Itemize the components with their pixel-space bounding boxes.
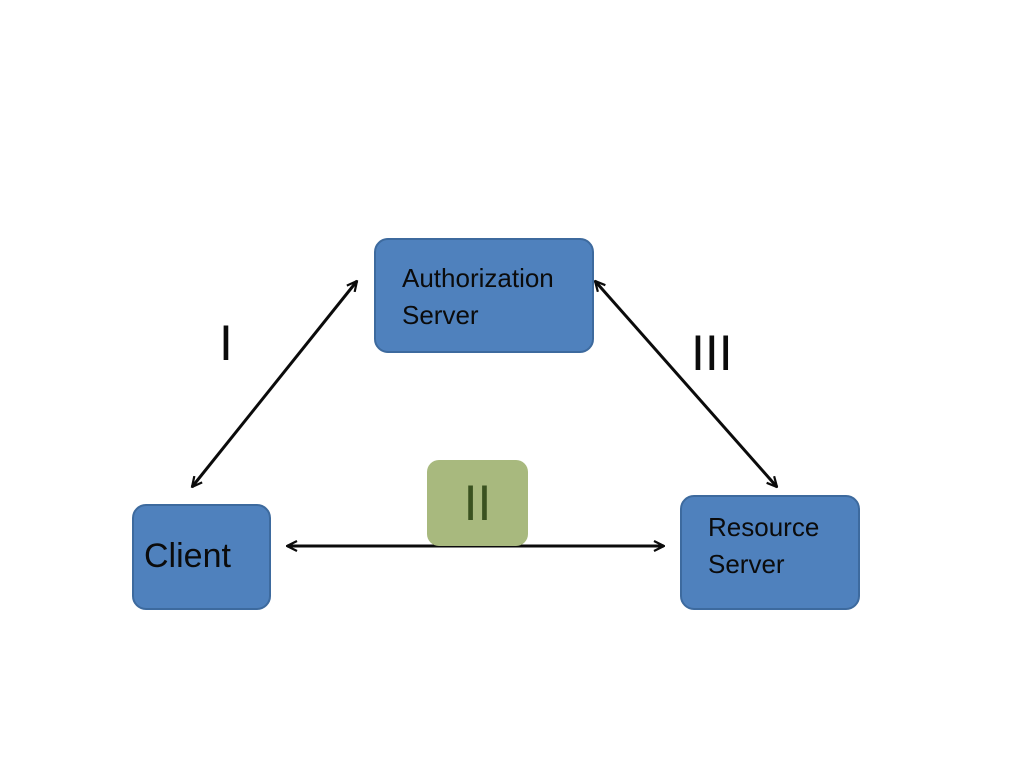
authorization-server-node: Authorization Server: [374, 238, 594, 353]
resource-server-label-line1: Resource: [708, 512, 820, 542]
arrow-auth-server-resource-server: [595, 281, 777, 487]
resource-server-node: Resource Server: [680, 495, 860, 610]
arrow-client-auth-server: [192, 281, 357, 487]
step-3-label: III: [691, 325, 733, 381]
step-2-box: II: [427, 460, 528, 546]
step-1-label: I: [219, 315, 233, 371]
step-2-label: II: [463, 475, 492, 531]
authorization-server-label-line1: Authorization: [402, 263, 554, 293]
resource-server-label-line2: Server: [708, 549, 785, 579]
authorization-server-label-line2: Server: [402, 300, 479, 330]
client-label: Client: [144, 537, 231, 575]
client-node: Client: [132, 504, 271, 610]
